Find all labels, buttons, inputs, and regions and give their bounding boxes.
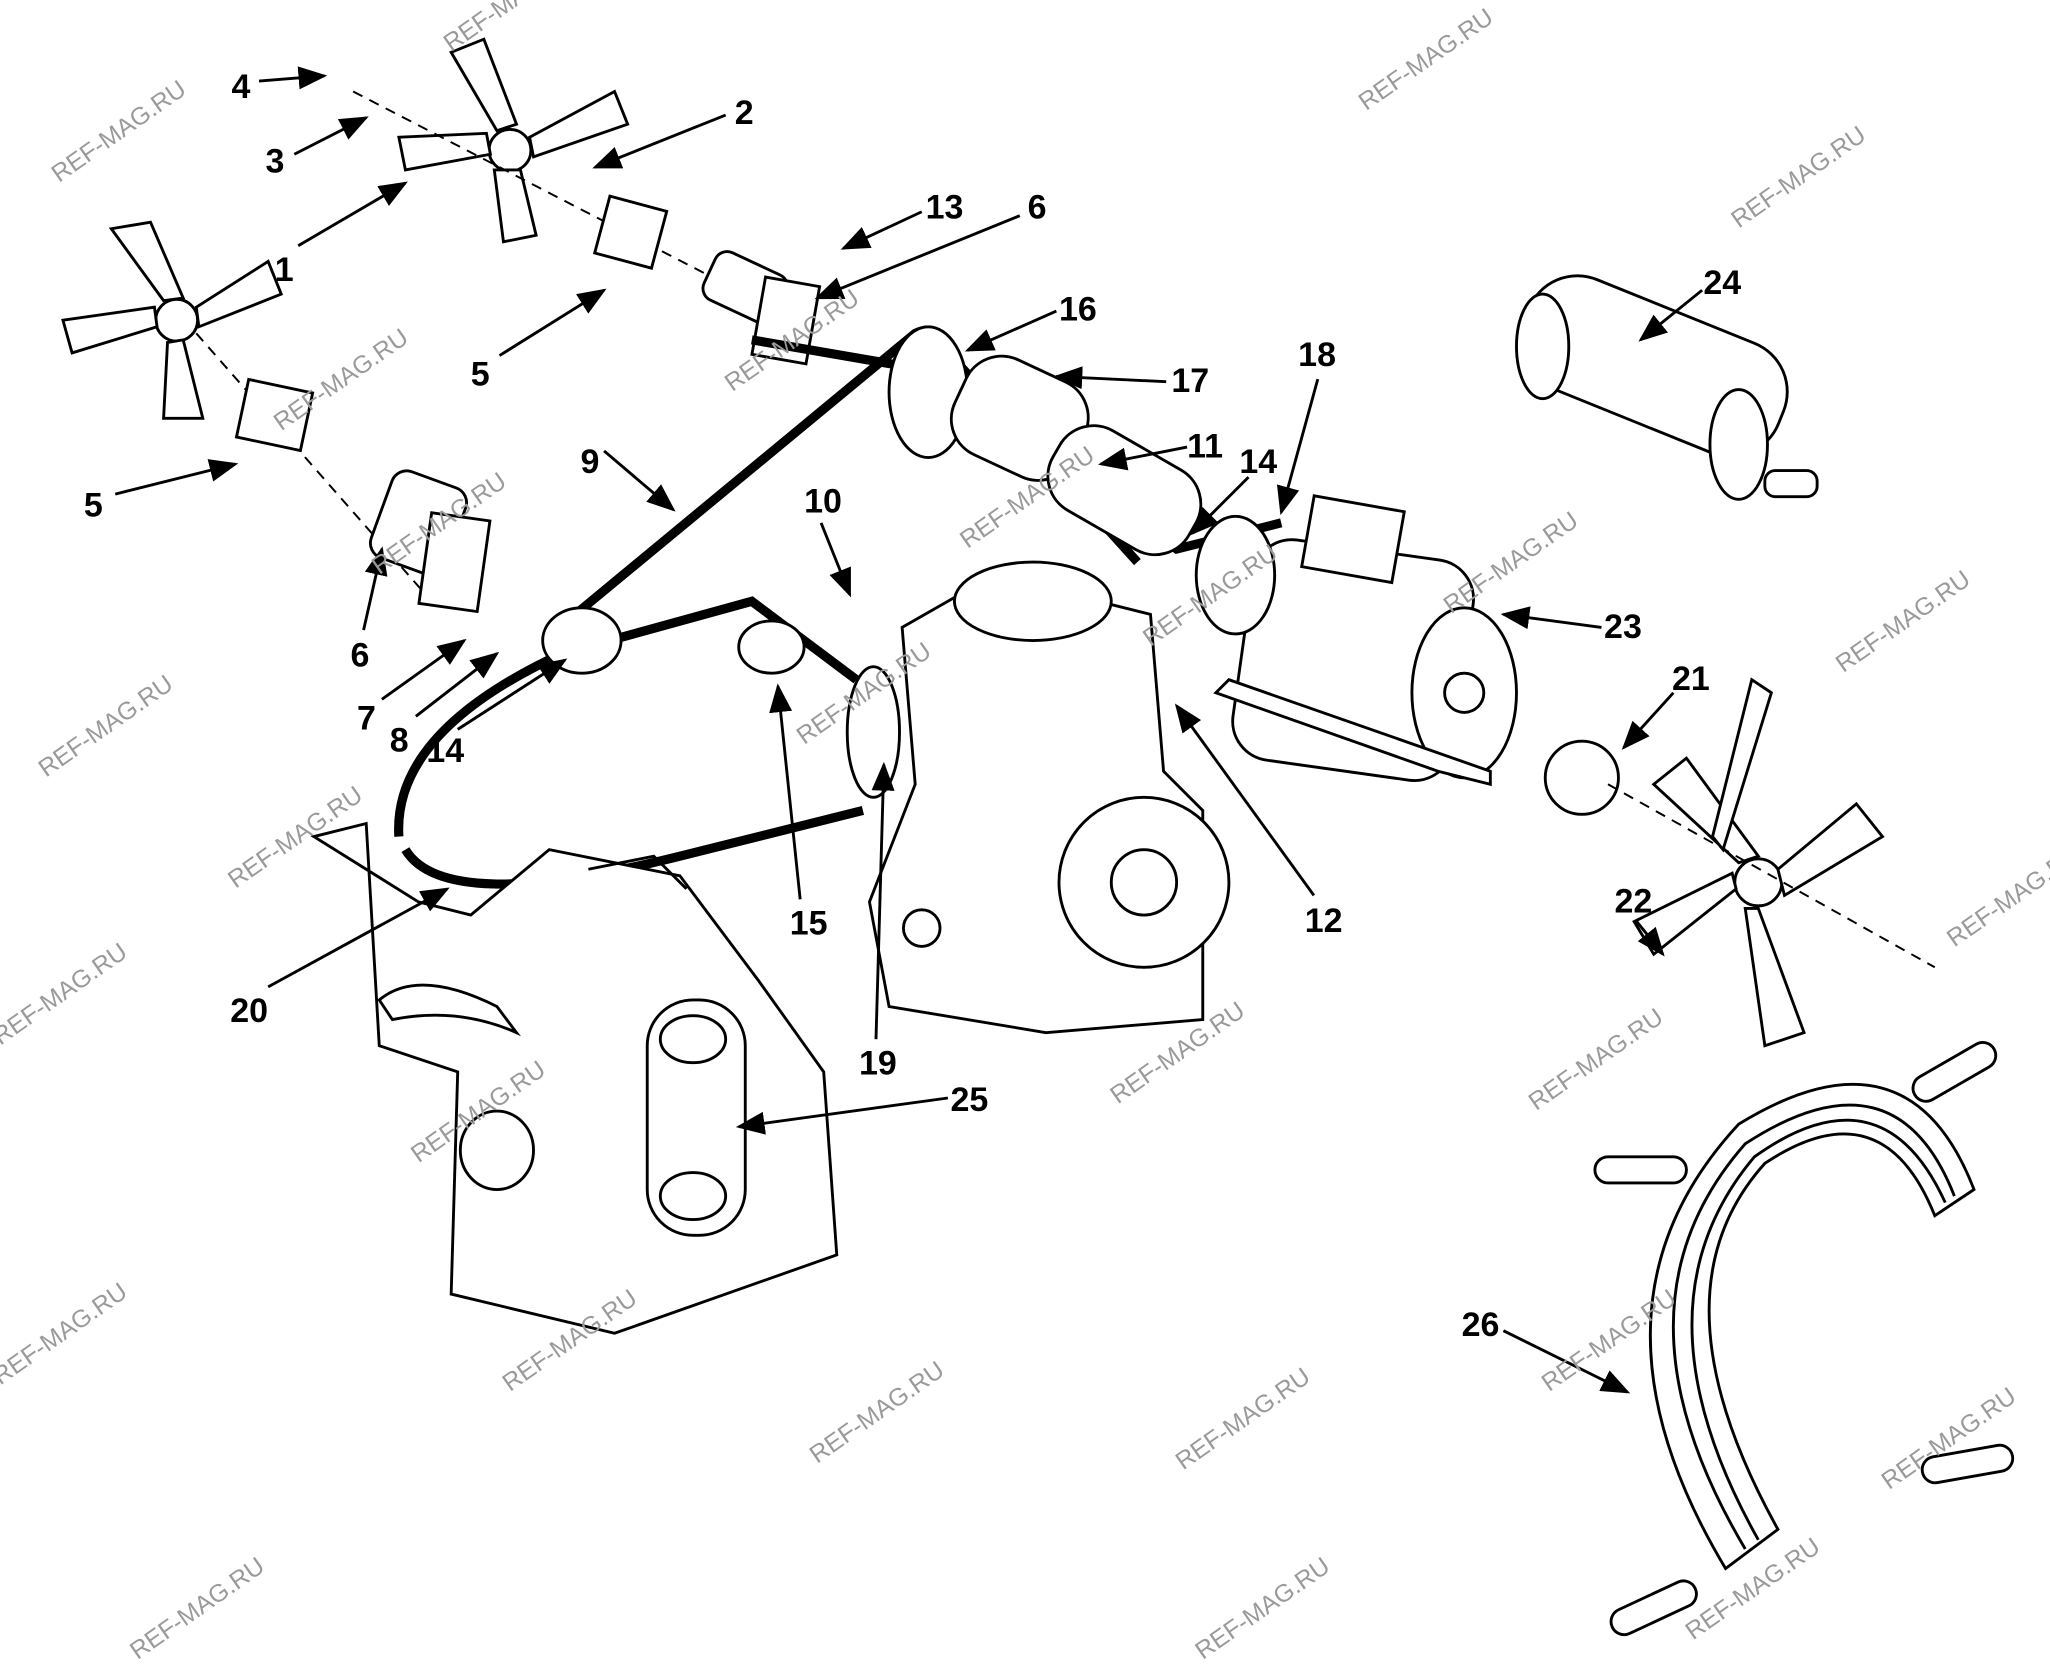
callout-16: 16 (1059, 290, 1097, 328)
callout-23: 23 (1604, 608, 1642, 646)
watermark: REF-MAG.RU (125, 1553, 269, 1664)
shaft-assembly (1515, 274, 1819, 501)
right-fan-assembly (1543, 677, 1936, 1048)
callout-18: 18 (1298, 336, 1336, 374)
upper-fan-assembly (352, 37, 822, 366)
callout-15: 15 (790, 905, 828, 943)
callout-14: 14 (426, 732, 464, 770)
callout-12: 12 (1305, 902, 1343, 940)
callout-13: 13 (926, 188, 964, 226)
watermark: REF-MAG.RU (1191, 1553, 1335, 1664)
watermark: REF-MAG.RU (439, 0, 583, 57)
watermark: REF-MAG.RU (1171, 1363, 1315, 1475)
watermark: REF-MAG.RU (47, 76, 191, 188)
callout-25: 25 (950, 1081, 988, 1119)
callout-14: 14 (1239, 443, 1277, 481)
callout-11: 11 (1187, 428, 1223, 466)
watermark: REF-MAG.RU (1537, 1285, 1681, 1397)
watermark: REF-MAG.RU (0, 1278, 132, 1390)
callout-4: 4 (232, 68, 251, 106)
electric-motor (1194, 494, 1518, 787)
callout-labels: 4 3 2 1 13 6 5 16 17 9 11 14 18 24 10 5 … (84, 68, 1741, 1344)
callout-5: 5 (471, 356, 490, 394)
callout-5: 5 (84, 486, 103, 524)
callout-3: 3 (266, 143, 285, 181)
callout-20: 20 (230, 992, 268, 1030)
engine-block (310, 821, 839, 1335)
callout-6: 6 (351, 637, 370, 675)
callout-2: 2 (735, 94, 754, 132)
callout-22: 22 (1615, 882, 1653, 920)
watermark: REF-MAG.RU (1681, 1533, 1825, 1645)
callout-9: 9 (581, 443, 600, 481)
callout-17: 17 (1171, 362, 1209, 400)
callout-19: 19 (859, 1044, 897, 1082)
watermark: REF-MAG.RU (805, 1357, 949, 1469)
watermark: REF-MAG.RU (1942, 840, 2050, 952)
callout-26: 26 (1462, 1306, 1500, 1344)
watermark: REF-MAG.RU (1354, 4, 1498, 116)
watermark: REF-MAG.RU (1524, 1004, 1668, 1116)
clutch-pulley (887, 325, 1203, 557)
callout-8: 8 (390, 722, 409, 760)
callout-21: 21 (1672, 660, 1710, 698)
callout-24: 24 (1703, 264, 1741, 302)
watermark: REF-MAG.RU (1831, 566, 1975, 678)
watermark: REF-MAG.RU (1727, 121, 1871, 233)
callout-10: 10 (804, 482, 842, 520)
watermark: REF-MAG.RU (0, 938, 132, 1050)
fan-guard (1593, 1041, 2015, 1637)
compressor (845, 560, 1231, 1035)
leader-arrows (114, 66, 1704, 1394)
watermark: REF-MAG.RU (269, 324, 413, 436)
watermark: REF-MAG.RU (1439, 507, 1583, 619)
left-fan-assembly (61, 220, 492, 614)
callout-6: 6 (1028, 188, 1047, 226)
callout-7: 7 (357, 699, 376, 737)
callout-1: 1 (275, 251, 294, 289)
watermark: REF-MAG.RU (34, 670, 178, 782)
